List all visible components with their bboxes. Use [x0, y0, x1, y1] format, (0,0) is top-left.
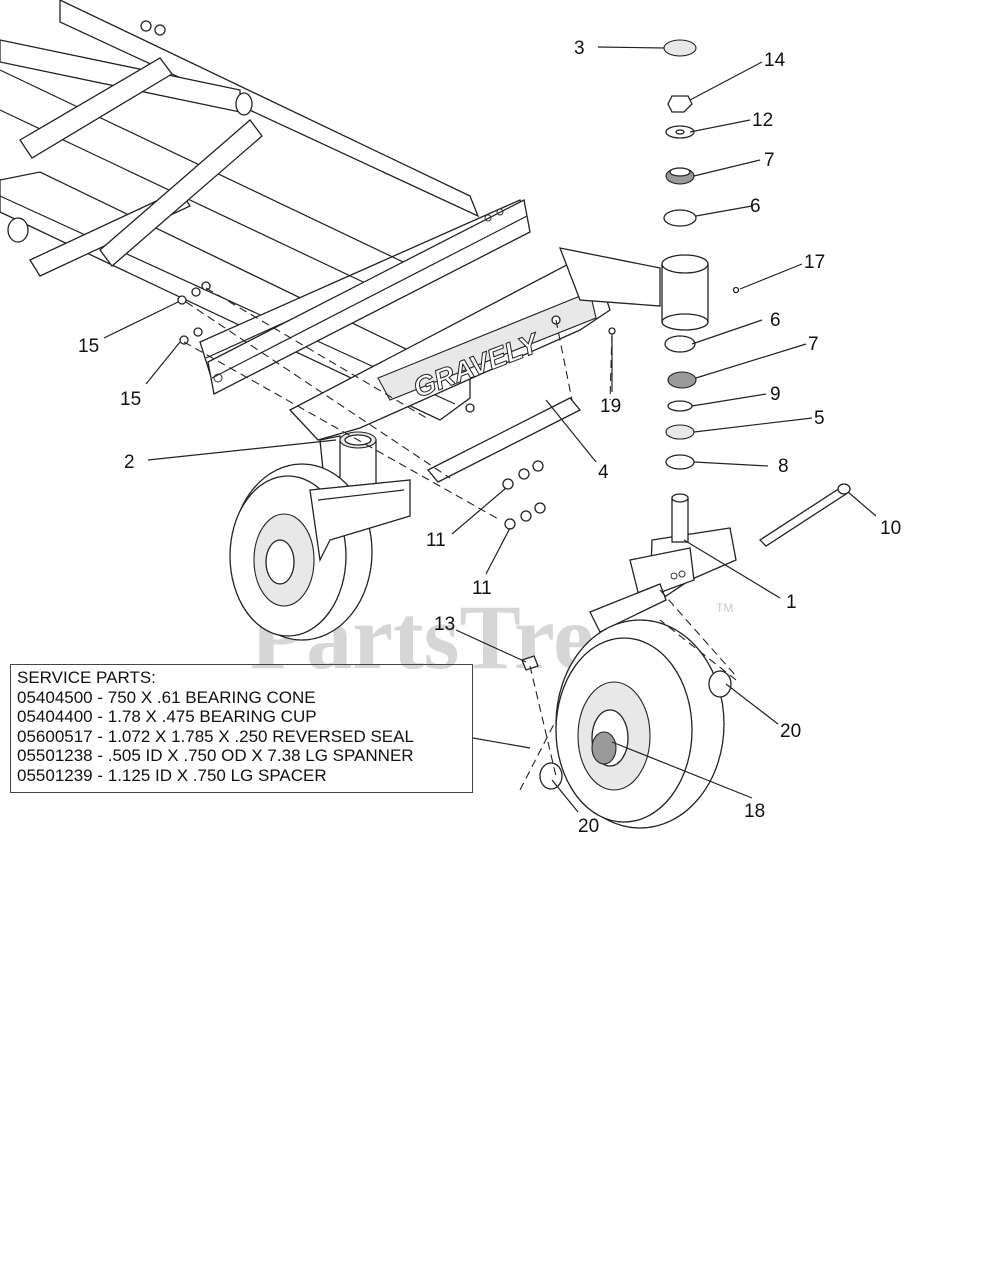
- callout-7-upper: 7: [764, 150, 775, 171]
- service-part-row: 05501239 - 1.125 ID X .750 LG SPACER: [17, 765, 327, 785]
- callout-18: 18: [744, 801, 765, 822]
- leader-lines: [103, 46, 877, 813]
- callout-11-upper: 11: [426, 530, 446, 551]
- callout-11-lower: 11: [472, 578, 492, 599]
- callout-9: 9: [770, 384, 781, 405]
- mower-frame: [0, 0, 531, 421]
- cover-plate-and-bolts: [426, 315, 582, 530]
- callout-10: 10: [880, 518, 901, 539]
- left-caster-wheel: [229, 463, 411, 641]
- callout-19: 19: [600, 396, 621, 417]
- service-parts-box: SERVICE PARTS: 05404500 - 750 X .61 BEAR…: [10, 664, 473, 793]
- callout-15-upper: 15: [78, 336, 99, 357]
- caster-fork: [589, 493, 737, 633]
- callout-6-lower: 6: [770, 310, 781, 331]
- callout-5: 5: [814, 408, 825, 429]
- callout-17: 17: [804, 252, 825, 273]
- callout-6-upper: 6: [750, 196, 761, 217]
- callout-20-left: 20: [578, 816, 599, 837]
- callout-15-lower: 15: [120, 389, 141, 410]
- callout-1: 1: [786, 592, 797, 613]
- service-parts-title: SERVICE PARTS:: [17, 668, 156, 687]
- callout-4: 4: [598, 462, 609, 483]
- service-part-row: 05404500 - 750 X .61 BEARING CONE: [17, 687, 316, 707]
- callout-20-right: 20: [780, 721, 801, 742]
- callout-14: 14: [764, 50, 786, 71]
- service-part-row: 05600517 - 1.072 X 1.785 X .250 REVERSED…: [17, 726, 414, 746]
- service-part-row: 05501238 - .505 ID X .750 OD X 7.38 LG S…: [17, 746, 414, 765]
- watermark-trademark: TM: [716, 601, 733, 615]
- assembly-lines: [183, 287, 737, 791]
- callout-8: 8: [778, 456, 789, 477]
- callout-2: 2: [124, 452, 135, 473]
- service-part-row: 05404400 - 1.78 X .475 BEARING CUP: [17, 707, 317, 726]
- callout-13: 13: [434, 614, 455, 635]
- axle-bolt: [758, 483, 851, 547]
- right-caster-wheel: [521, 619, 732, 829]
- bearing-stack: [608, 39, 740, 470]
- callout-12: 12: [752, 110, 773, 131]
- callout-7-lower: 7: [808, 334, 819, 355]
- callout-3: 3: [574, 38, 585, 59]
- callouts: 3 14 12 7 6 17 6 7 9 5 8 15 15 19 2 4 11…: [78, 38, 901, 837]
